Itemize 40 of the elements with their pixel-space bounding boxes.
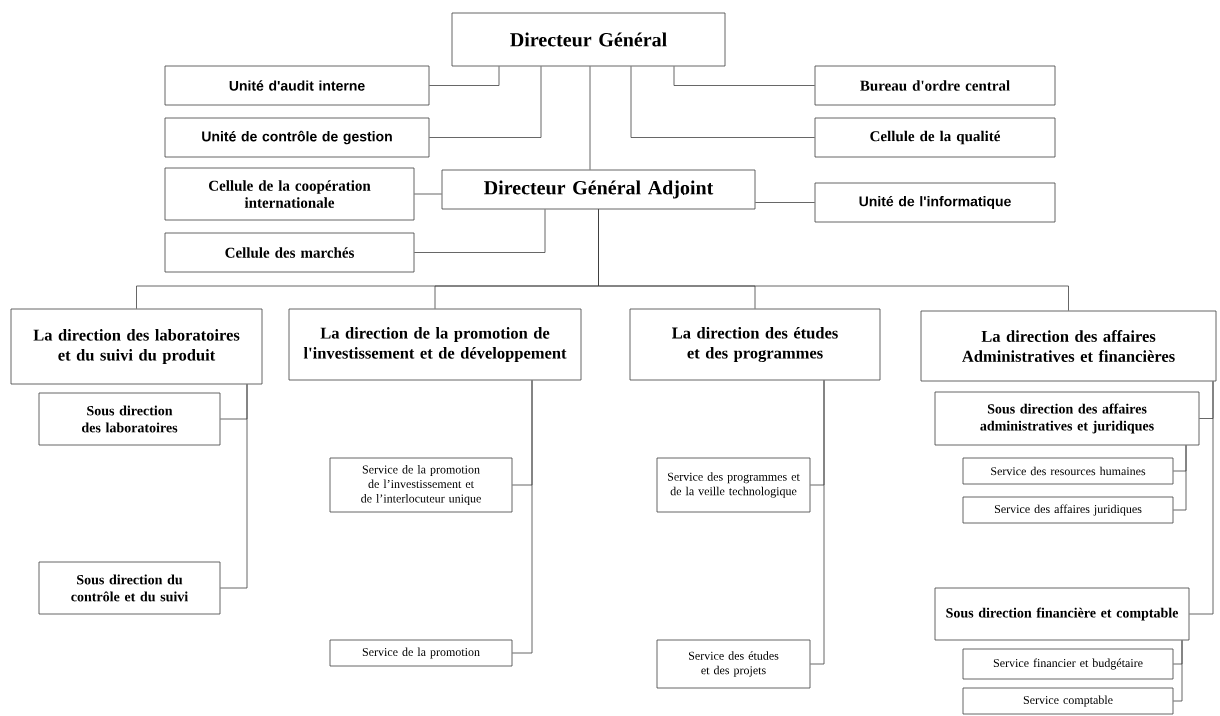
directorate-box: La direction des laboratoires et du suivi du produit <box>10 308 263 385</box>
unit-box: Unité de contrôle de gestion <box>164 117 430 158</box>
service-box: Service comptable <box>962 687 1174 715</box>
service-box: Service des programmes et de la veille technologique <box>656 457 811 513</box>
executive-box: Directeur Général <box>451 12 726 67</box>
subdirectorate-box: Sous direction des affaires administratives et juridiques <box>934 391 1200 446</box>
unit-box: Unité d'audit interne <box>164 65 430 106</box>
connector-line <box>429 66 542 138</box>
connector-line <box>598 209 1069 311</box>
connector-line <box>1173 640 1183 702</box>
unit-box: Cellule de la coopération internationale <box>164 167 415 221</box>
service-box: Service des affaires juridiques <box>962 496 1174 524</box>
connector-line <box>429 66 500 86</box>
connector-line <box>755 202 815 203</box>
service-box: Service de la promotion de l’investissement et de l’interlocuteur unique <box>329 457 513 513</box>
service-box: Service financier et budgétaire <box>962 648 1174 680</box>
subdirectorate-box: Sous direction du contrôle et du suivi <box>38 561 221 615</box>
connector-line <box>414 209 546 253</box>
directorate-box: La direction des affaires Administratives et financières <box>920 310 1217 382</box>
unit-box: Cellule de la qualité <box>814 117 1056 158</box>
directorate-box: La direction des études et des programmes <box>629 308 881 381</box>
connector-line <box>589 66 591 170</box>
service-box: Service de la promotion <box>329 639 513 667</box>
connector-line <box>1189 381 1214 615</box>
executive-box: Directeur Général Adjoint <box>441 169 756 210</box>
service-box: Service des études et des projets <box>656 639 811 689</box>
unit-box: Bureau d'ordre central <box>814 65 1056 106</box>
connector-line <box>1173 445 1187 511</box>
connector-line <box>810 380 825 665</box>
unit-box: Cellule des marchés <box>164 232 415 273</box>
connector-line <box>630 66 815 138</box>
subdirectorate-box: Sous direction financière et comptable <box>934 587 1190 641</box>
unit-box: Unité de l'informatique <box>814 182 1056 223</box>
subdirectorate-box: Sous direction des laboratoires <box>38 392 221 446</box>
service-box: Service des resources humaines <box>962 457 1174 485</box>
connector-line <box>414 193 442 195</box>
connector-line <box>673 66 815 86</box>
directorate-box: La direction de la promotion de l'investissement et de développement <box>288 308 582 381</box>
connector-line <box>512 380 533 654</box>
connector-line <box>220 384 248 589</box>
